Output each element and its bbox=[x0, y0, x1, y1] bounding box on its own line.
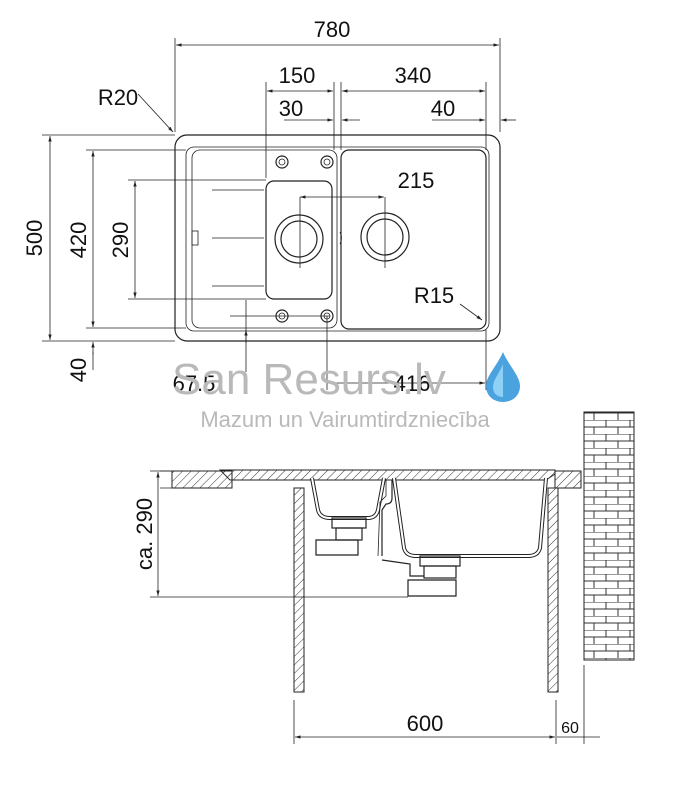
dim-radius-outer: R20 bbox=[98, 85, 138, 110]
small-bowl-siphon bbox=[315, 539, 359, 556]
dim-install-depth: ca. 290 bbox=[132, 498, 157, 570]
dim-inner-depth: 420 bbox=[66, 222, 91, 259]
dim-offset-67: 67.5 bbox=[173, 371, 216, 396]
overflow-slot bbox=[191, 230, 199, 246]
sink-inner-rim bbox=[185, 146, 490, 332]
brick-wall bbox=[583, 411, 635, 661]
small-bowl bbox=[265, 180, 333, 300]
dim-edge-40: 40 bbox=[431, 96, 455, 121]
dim-gap-30: 30 bbox=[279, 96, 303, 121]
dim-overall-depth: 500 bbox=[22, 220, 47, 257]
dim-cabinet-width: 600 bbox=[407, 711, 444, 736]
tap-hole-left-top bbox=[275, 155, 289, 169]
side-view bbox=[150, 411, 635, 744]
dim-drainer-width: 150 bbox=[279, 63, 316, 88]
dimension-lines bbox=[42, 38, 516, 390]
small-bowl-drain bbox=[274, 214, 324, 264]
drainer-board bbox=[191, 149, 338, 329]
watermark: San Resurs.lv Mazum un Vairumtirdzniecīb… bbox=[172, 352, 520, 432]
water-drop-icon bbox=[486, 352, 520, 402]
dim-drain-distance: 416 bbox=[394, 371, 431, 396]
top-view bbox=[174, 134, 501, 342]
main-bowl-section bbox=[392, 477, 548, 558]
dim-front-40: 40 bbox=[66, 358, 91, 382]
main-bowl bbox=[340, 149, 487, 330]
dim-bowl-center: 215 bbox=[398, 168, 435, 193]
dim-small-bowl-depth: 290 bbox=[108, 222, 133, 259]
cabinet-wall-right bbox=[547, 487, 559, 693]
watermark-brand: San Resurs.lv bbox=[172, 355, 446, 404]
watermark-tagline: Mazum un Vairumtirdzniecība bbox=[200, 407, 490, 432]
cabinet-wall-left bbox=[293, 487, 305, 693]
dim-radius-bowl: R15 bbox=[414, 283, 454, 308]
dim-bowl-width: 340 bbox=[395, 63, 432, 88]
dim-overall-width: 780 bbox=[314, 17, 351, 42]
tap-hole-right-top bbox=[320, 155, 334, 169]
main-bowl-siphon bbox=[381, 559, 424, 577]
main-bowl-outlet bbox=[407, 579, 457, 597]
countertop-right bbox=[554, 470, 582, 489]
dim-wall-gap: 60 bbox=[561, 720, 579, 737]
sink-outline bbox=[174, 134, 501, 342]
small-bowl-section bbox=[310, 477, 386, 520]
